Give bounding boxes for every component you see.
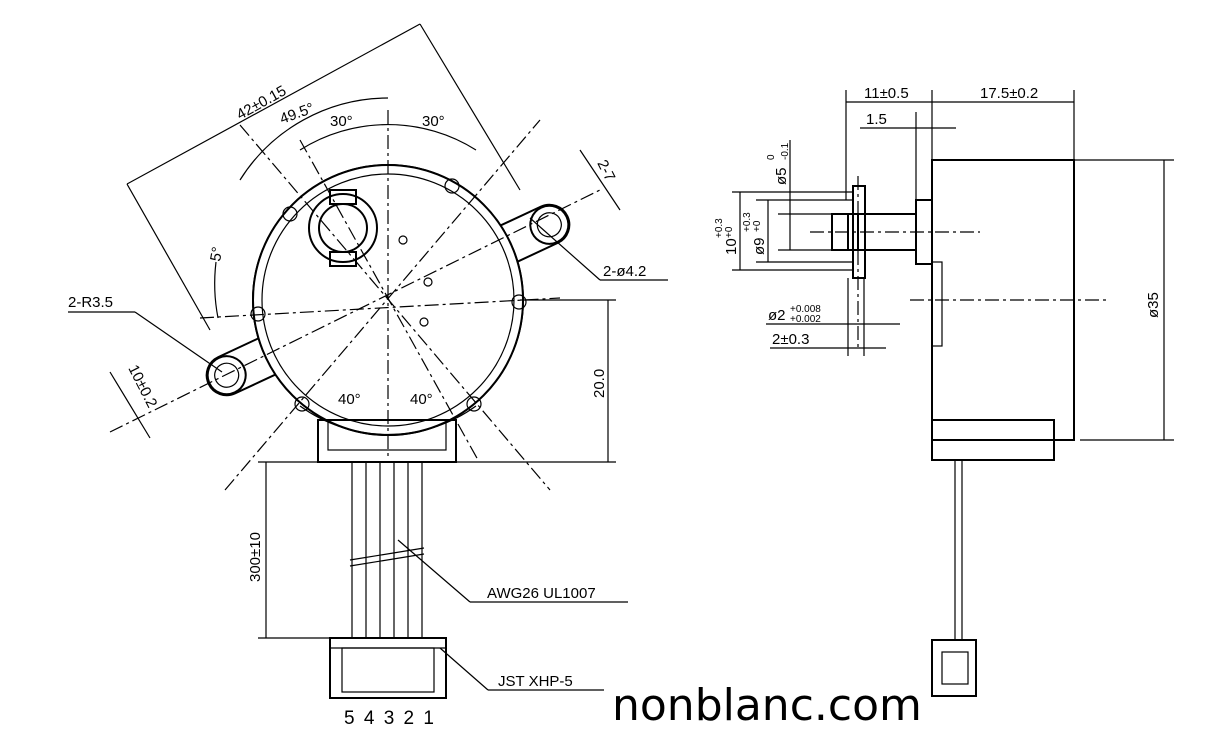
- dim-shaft-10: 10: [723, 238, 740, 255]
- output-shaft-outer: [308, 193, 378, 263]
- dim-lead-length: 300±10: [247, 532, 264, 582]
- dim-body-depth: 17.5±0.2: [980, 85, 1038, 102]
- watermark: nonblanc.com: [612, 680, 922, 731]
- dim-shaft-10-tol-top: +0.3: [714, 218, 725, 238]
- dim-ear-width: 10±0.2: [124, 362, 160, 411]
- dim-pin-tol-bottom: +0.002: [790, 314, 821, 325]
- pin-numbers: 5 4 3 2 1: [344, 708, 436, 729]
- side-view: 11±0.5 17.5±0.2 1.5 ø5 0 -0.1 10 +0.3 +0…: [714, 85, 1174, 697]
- dim-shaft-length: 11±0.5: [864, 85, 909, 102]
- dim-angle-left: 30°: [330, 113, 353, 130]
- dim-flat-tol-top: 0: [766, 154, 777, 160]
- dim-pin-length: 2±0.3: [772, 331, 809, 348]
- front-view: 42±0.15 49.5° 30° 30° 2-7 2-ø4.2 2-R3.5 …: [68, 23, 668, 729]
- dim-pin: ø2: [768, 307, 786, 324]
- dim-shaft-9: ø9: [751, 237, 768, 255]
- dim-angle-right: 30°: [422, 113, 445, 130]
- dim-ear-radius: 2-R3.5: [68, 294, 113, 311]
- dim-shaft-9-tol-bottom: +0: [752, 220, 763, 232]
- dim-offset-angle: 5°: [207, 246, 226, 263]
- dim-flat: ø5: [773, 167, 790, 185]
- dim-height: 20.0: [591, 369, 608, 398]
- dim-angle-bottom-right: 40°: [410, 391, 433, 408]
- dim-flat-tol-bottom: -0.1: [780, 142, 791, 160]
- wire-spec: AWG26 UL1007: [487, 585, 596, 602]
- connector-spec: JST XHP-5: [498, 673, 573, 690]
- dim-angle-bottom-left: 40°: [338, 391, 361, 408]
- dim-shaft-9-tol-top: +0.3: [742, 212, 753, 232]
- lead-wires: [349, 462, 425, 638]
- dim-pin-tol-top: +0.008: [790, 304, 821, 315]
- dim-boss: 1.5: [866, 111, 887, 128]
- dim-diameter: ø35: [1145, 292, 1162, 318]
- dim-ear-thickness: 2-7: [593, 157, 618, 184]
- dim-holes: 2-ø4.2: [603, 263, 646, 280]
- housing-notches: [250, 178, 527, 412]
- jst-connector: [329, 637, 447, 699]
- dim-shaft-10-tol-bottom: +0: [724, 226, 735, 238]
